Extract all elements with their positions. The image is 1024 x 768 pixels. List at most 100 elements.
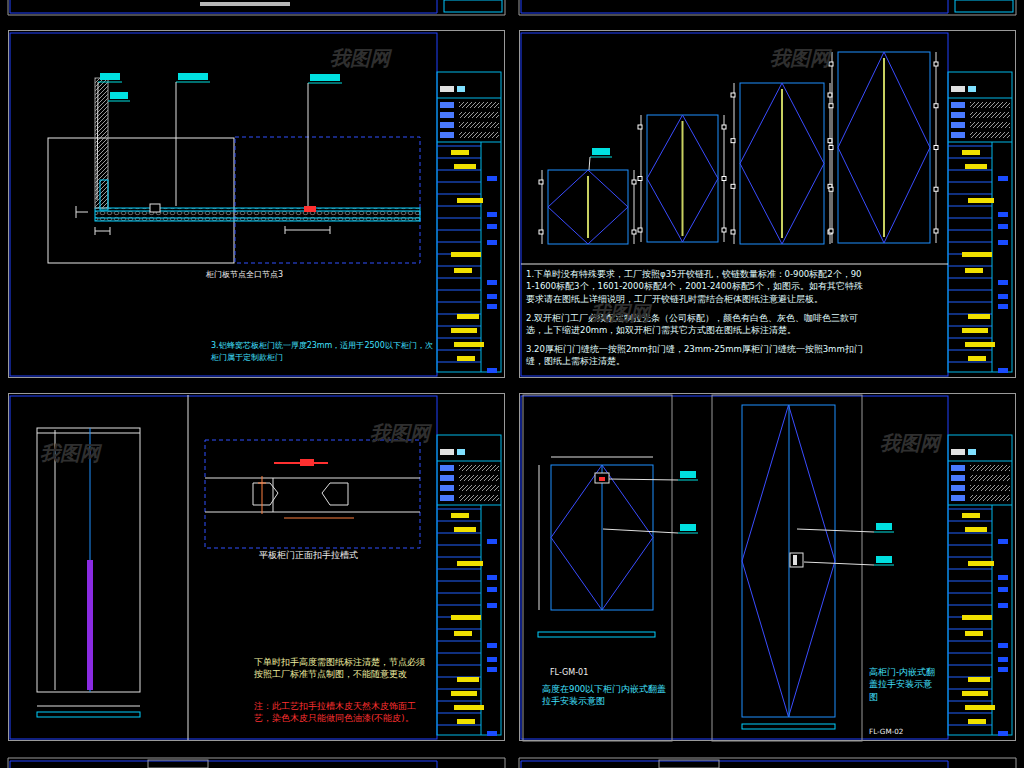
title-block bbox=[437, 435, 501, 735]
title-field bbox=[998, 603, 1008, 608]
centre-line bbox=[789, 405, 790, 717]
title-row bbox=[437, 350, 481, 351]
note-text: FL-GM-02 bbox=[869, 727, 929, 737]
sheet-border bbox=[8, 758, 505, 768]
title-field bbox=[487, 657, 497, 662]
title-field bbox=[451, 615, 481, 620]
door-section bbox=[538, 632, 655, 637]
title-logo bbox=[457, 86, 465, 92]
hinge-symbol bbox=[632, 180, 636, 184]
title-field bbox=[968, 314, 990, 319]
title-row bbox=[948, 290, 992, 291]
title-row bbox=[437, 278, 481, 279]
hatch-key bbox=[951, 485, 965, 491]
hinge-symbol bbox=[638, 125, 642, 129]
title-row bbox=[948, 158, 992, 159]
title-row bbox=[437, 713, 481, 714]
hatch-swatch bbox=[970, 112, 1010, 118]
callout-tag bbox=[100, 73, 120, 80]
door-section bbox=[37, 712, 140, 717]
title-row bbox=[948, 521, 992, 522]
title-row bbox=[437, 605, 481, 606]
title-row bbox=[948, 194, 992, 195]
title-field bbox=[998, 368, 1008, 373]
hinge-symbol bbox=[731, 230, 735, 234]
title-field bbox=[962, 252, 992, 257]
title-field bbox=[998, 539, 1008, 544]
title-field bbox=[965, 705, 995, 710]
title-row bbox=[948, 701, 992, 702]
watermark: 我图网 bbox=[590, 300, 650, 327]
title-logo bbox=[968, 86, 976, 92]
title-row bbox=[437, 689, 481, 690]
drawing-line bbox=[948, 98, 1012, 99]
title-row bbox=[948, 641, 992, 642]
callout-underline bbox=[308, 83, 342, 84]
title-row bbox=[948, 302, 992, 303]
hatch-key bbox=[951, 475, 965, 481]
note-text: 高度在900以下柜门内嵌式翻盖拉手安装示意图 bbox=[542, 683, 667, 708]
callout-underline bbox=[176, 82, 210, 83]
title-row bbox=[948, 593, 992, 594]
note-text: 3.20厚柜门门缝统一按照2mm扣门缝，23mm-25mm厚柜门门缝统一按照3m… bbox=[526, 343, 866, 368]
title-row bbox=[437, 170, 481, 171]
title-field bbox=[487, 731, 497, 736]
title-field bbox=[457, 677, 479, 682]
drawing-line bbox=[76, 212, 88, 213]
title-field bbox=[965, 527, 987, 532]
hinge-symbol bbox=[731, 184, 735, 188]
title-field bbox=[487, 240, 497, 245]
title-field bbox=[968, 561, 994, 566]
callout-underline bbox=[678, 533, 698, 534]
title-row bbox=[948, 266, 992, 267]
door-diamond bbox=[647, 115, 718, 242]
title-field bbox=[457, 561, 483, 566]
leader-line bbox=[589, 157, 590, 170]
title-logo bbox=[951, 449, 965, 455]
drawing-line bbox=[285, 230, 330, 231]
hinge-symbol bbox=[632, 230, 636, 234]
title-field bbox=[998, 667, 1008, 672]
hatch-swatch bbox=[459, 475, 499, 481]
title-field bbox=[962, 691, 988, 696]
title-field bbox=[451, 513, 469, 518]
title-row bbox=[948, 629, 992, 630]
title-field bbox=[487, 603, 497, 608]
title-field bbox=[457, 198, 483, 203]
title-row bbox=[437, 362, 481, 363]
note-text: 注：此工艺扣手拉槽木皮天然木皮饰面工艺，染色木皮只能做同色油漆(不能皮)。 bbox=[254, 700, 429, 725]
note-divider bbox=[521, 264, 948, 265]
drawing-sheet: 柜门板节点全口节点33.铝蜂窝芯板柜门统一厚度23mm，适用于2500以下柜门，… bbox=[8, 30, 505, 378]
hatch-key bbox=[440, 465, 454, 471]
note-text: 高柜门-内嵌式翻盖拉手安装示意图 bbox=[869, 666, 939, 703]
sheet-border bbox=[8, 0, 505, 15]
hatch-key bbox=[440, 132, 454, 138]
title-field bbox=[965, 164, 987, 169]
hatch-swatch bbox=[459, 112, 499, 118]
callout-tag bbox=[680, 471, 696, 478]
hatch-swatch bbox=[459, 465, 499, 471]
title-field bbox=[457, 356, 475, 361]
title-field bbox=[454, 527, 476, 532]
groove-profile bbox=[322, 483, 348, 505]
title-row bbox=[437, 581, 481, 582]
hatch-swatch bbox=[970, 102, 1010, 108]
sheet-border bbox=[519, 758, 1016, 768]
title-row bbox=[437, 593, 481, 594]
drawing-frame bbox=[521, 33, 948, 376]
leader-line bbox=[97, 82, 98, 200]
title-row bbox=[437, 653, 481, 654]
leader-line bbox=[603, 529, 678, 533]
watermark: 我图网 bbox=[330, 45, 390, 72]
honeycomb-core bbox=[95, 208, 420, 221]
callout-tag bbox=[876, 523, 892, 530]
hatch-swatch bbox=[970, 495, 1010, 501]
hatch-key bbox=[951, 465, 965, 471]
sheet-panel bbox=[521, 395, 1012, 741]
sheet-panel bbox=[521, 33, 1012, 376]
handle-symbol bbox=[595, 473, 609, 483]
title-row bbox=[437, 569, 481, 570]
dimension-line bbox=[55, 430, 56, 690]
detail-frame bbox=[235, 137, 420, 263]
caption-text: FL-GM-01 bbox=[550, 667, 620, 679]
